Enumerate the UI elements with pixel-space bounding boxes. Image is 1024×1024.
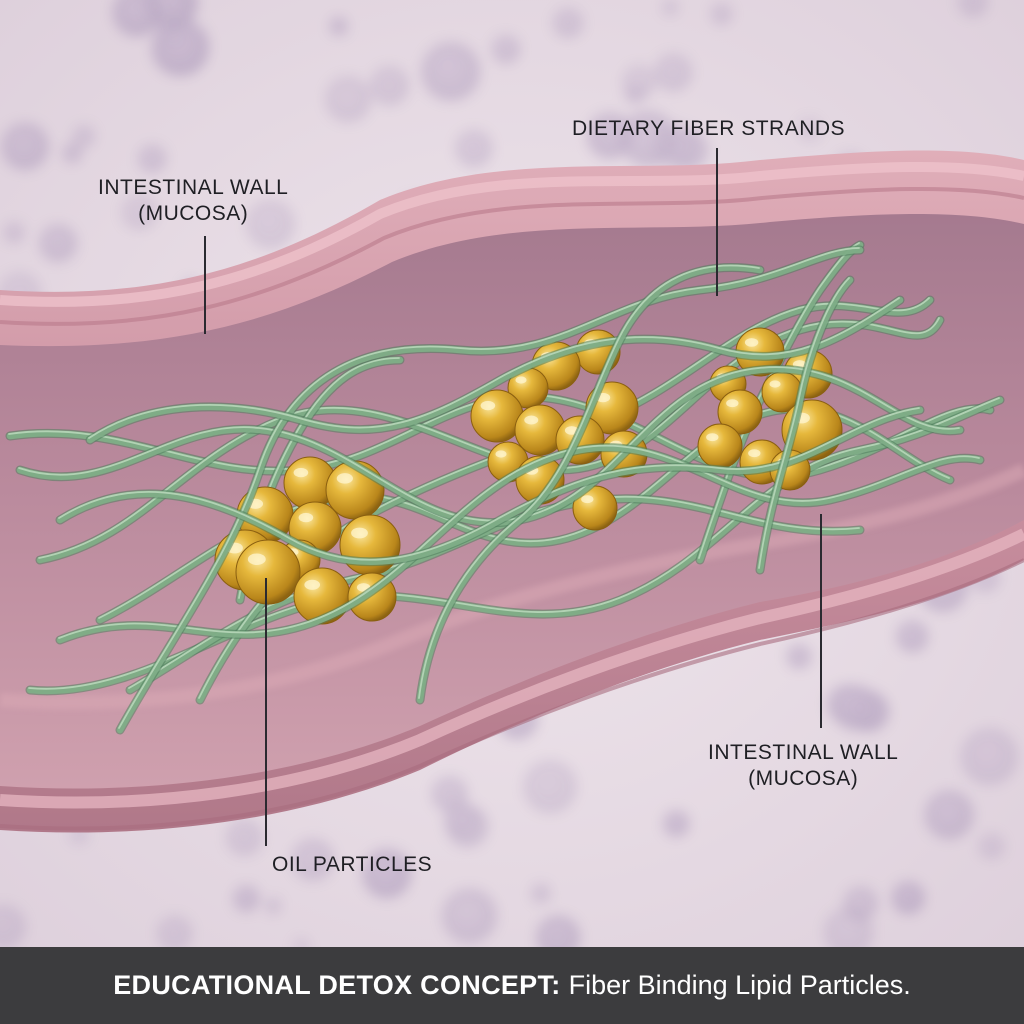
label-dietary-fiber: DIETARY FIBER STRANDS xyxy=(572,116,845,142)
background-cell xyxy=(443,800,479,836)
background-cell xyxy=(832,684,879,731)
fiber-strand xyxy=(115,245,865,735)
fiber-strand xyxy=(55,443,985,645)
background-cell xyxy=(624,84,645,105)
background-cell xyxy=(233,885,260,912)
background-cell xyxy=(786,643,812,669)
background-cell xyxy=(226,818,263,856)
background-cell xyxy=(162,25,183,46)
background-cell xyxy=(523,760,577,814)
label-intestinal-wall-left-line2: (MUCOSA) xyxy=(138,202,249,225)
illustration-scene xyxy=(0,0,1024,947)
fiber-strand xyxy=(755,275,855,575)
leader-line-oil xyxy=(265,578,267,846)
background-cell xyxy=(891,881,925,915)
label-intestinal-wall-right-line1: INTESTINAL WALL xyxy=(708,741,899,764)
background-cell xyxy=(369,66,409,106)
label-intestinal-wall-left-line1: INTESTINAL WALL xyxy=(98,176,289,199)
label-dietary-fiber-text: DIETARY FIBER STRANDS xyxy=(572,117,846,140)
background-cell xyxy=(72,125,95,148)
background-cell xyxy=(121,194,158,230)
background-cell xyxy=(39,224,77,263)
background-cell xyxy=(246,199,295,249)
background-cell xyxy=(137,144,167,173)
background-cell xyxy=(710,2,733,25)
background-cell xyxy=(619,110,676,167)
background-cell xyxy=(264,897,282,914)
label-intestinal-wall-right-line2: (MUCOSA) xyxy=(748,767,859,790)
label-intestinal-wall-left: INTESTINAL WALL (MUCOSA) xyxy=(98,175,288,227)
background-cell xyxy=(663,810,690,837)
leader-line-wall-right xyxy=(820,514,822,728)
fiber-strand xyxy=(415,263,765,705)
background-cell xyxy=(455,129,493,167)
background-cell xyxy=(0,904,26,947)
background-cell xyxy=(896,620,928,653)
background-cell xyxy=(362,848,412,899)
fiber-strand xyxy=(85,295,905,445)
background-cell xyxy=(491,35,521,64)
background-cell xyxy=(552,7,584,38)
background-cell xyxy=(3,221,25,243)
label-oil-particles: OIL PARTICLES xyxy=(272,852,432,878)
caption-lead: EDUCATIONAL DETOX CONCEPT: xyxy=(113,970,561,1000)
dietary-fiber-strands-front xyxy=(15,245,985,735)
caption-text: Fiber Binding Lipid Particles. xyxy=(568,970,911,1000)
background-cell xyxy=(530,883,551,904)
background-cell xyxy=(960,727,1018,785)
oil-particle-clusters xyxy=(214,327,843,625)
background-cell xyxy=(924,790,974,840)
background-cell xyxy=(957,0,988,17)
oil-particle xyxy=(235,539,301,605)
background-cell xyxy=(293,937,310,947)
background-cell xyxy=(112,0,162,37)
background-cell xyxy=(1,122,49,170)
background-cell xyxy=(329,16,348,36)
background-cell xyxy=(536,915,581,947)
background-cell xyxy=(843,886,878,921)
background-cell xyxy=(797,117,822,141)
label-oil-particles-text: OIL PARTICLES xyxy=(272,853,433,876)
background-cell xyxy=(156,915,193,947)
background-cell xyxy=(325,76,372,123)
label-intestinal-wall-right: INTESTINAL WALL (MUCOSA) xyxy=(708,740,898,792)
background-cell xyxy=(978,833,1005,860)
leader-line-wall-left xyxy=(204,236,206,334)
background-cell xyxy=(291,838,334,881)
background-cell xyxy=(441,888,497,944)
background-cell xyxy=(62,142,83,163)
intestine-illustration xyxy=(0,0,1024,947)
leader-line-fiber xyxy=(716,148,718,296)
background-cell xyxy=(661,0,679,16)
background-cell xyxy=(654,53,693,92)
background-cell xyxy=(421,42,481,101)
oil-particle xyxy=(697,423,743,469)
caption-bar: EDUCATIONAL DETOX CONCEPT: Fiber Binding… xyxy=(0,947,1024,1024)
